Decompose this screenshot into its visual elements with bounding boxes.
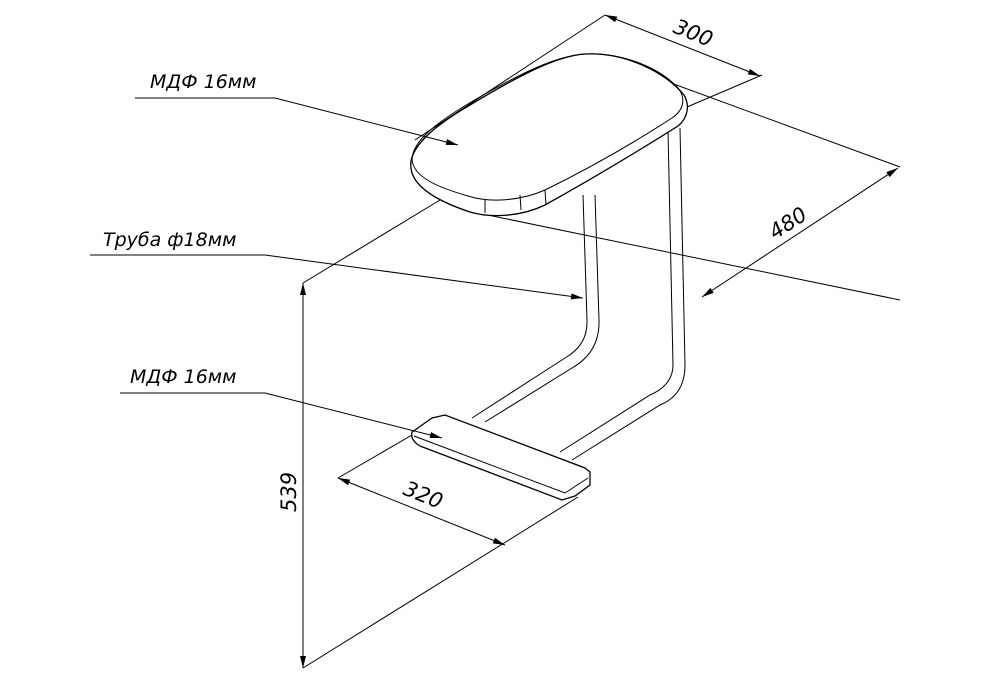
tube-frame bbox=[471, 127, 686, 461]
dim-320-text: 320 bbox=[400, 476, 446, 513]
footrest-material-label: МДФ 16мм bbox=[130, 366, 236, 388]
dim-320-line bbox=[337, 477, 506, 546]
seat-material-label: МДФ 16мм bbox=[150, 71, 256, 93]
dimension-lines bbox=[300, 14, 899, 668]
dim-300-line bbox=[604, 14, 761, 77]
dim-480-line bbox=[701, 167, 899, 298]
tube-label: Труба ф18мм bbox=[103, 229, 236, 251]
leaders bbox=[90, 97, 584, 439]
dim-539-text: 539 bbox=[277, 472, 301, 512]
dim-480-text: 480 bbox=[765, 202, 812, 244]
dim-300-text: 300 bbox=[670, 14, 716, 51]
seat bbox=[410, 53, 689, 217]
footrest bbox=[411, 414, 591, 501]
